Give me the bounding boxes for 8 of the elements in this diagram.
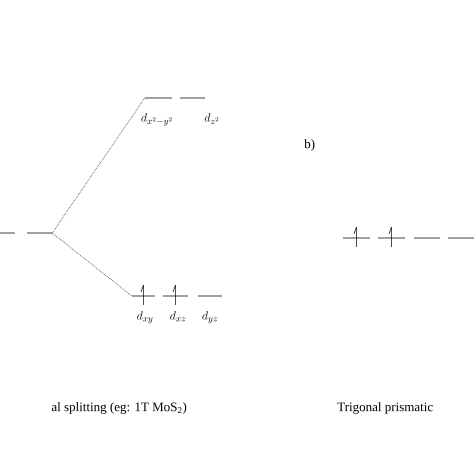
caption-text: al splitting (eg: 1T MoS$_{2}$) bbox=[52, 402, 186, 414]
dotted-line bbox=[52, 98, 146, 234]
energy-level bbox=[342, 226, 474, 248]
energy-level: $d_{xy}$ $d_{xz}$ $d_{yz}$ bbox=[132, 284, 222, 324]
energy-level: $d_{x^2-y^2}$ $d_{z^2}$ bbox=[141, 98, 218, 126]
caption-text: Trigonal prismatic bbox=[337, 402, 433, 414]
dotted-line bbox=[52, 232, 132, 296]
caption-text: b) bbox=[304, 139, 314, 151]
